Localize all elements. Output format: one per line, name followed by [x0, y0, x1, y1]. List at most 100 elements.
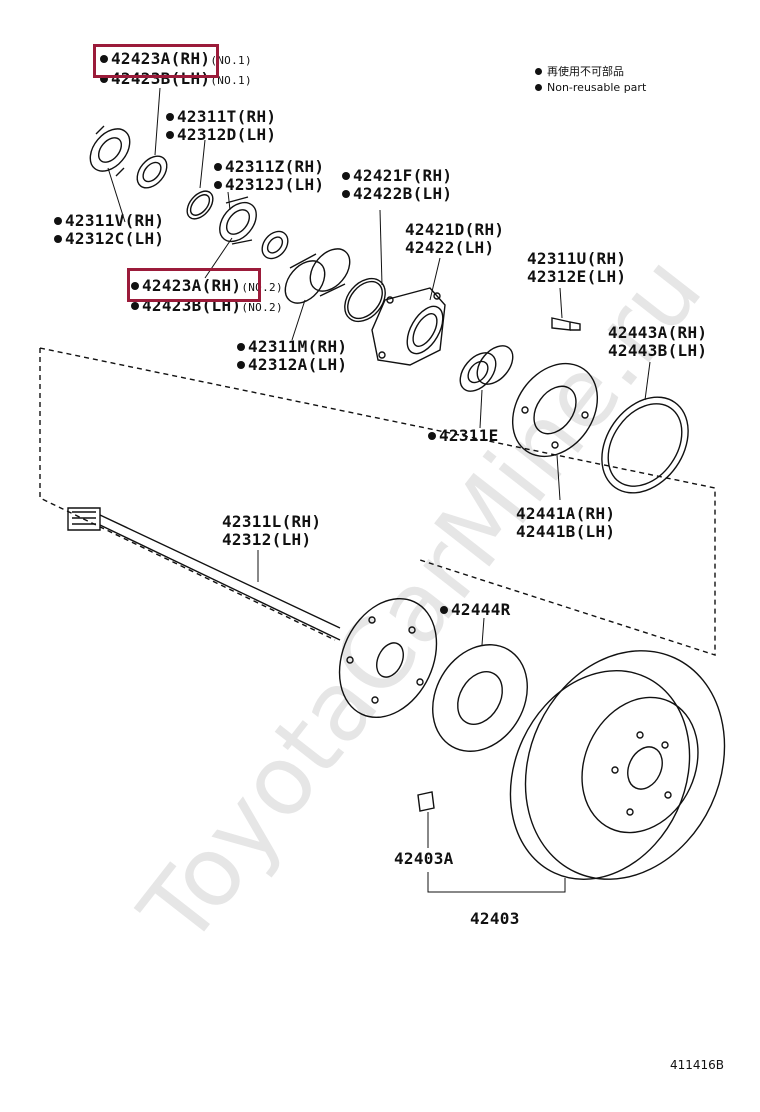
o-ring-icon — [344, 277, 386, 323]
part-suffix: (NO.2) — [241, 301, 283, 314]
backing-plate-icon — [511, 362, 599, 458]
part-number: 42403 — [470, 909, 520, 928]
bullet-icon — [535, 68, 542, 75]
non-reusable-marker-icon — [440, 606, 448, 614]
part-number-line: 42423A(RH)(NO.2) — [131, 277, 283, 297]
part-label-l10[interactable]: 42311M(RH)42312A(LH) — [237, 338, 347, 374]
part-number-line: 42312J(LH) — [214, 176, 324, 194]
part-number: 42423A(RH) — [111, 49, 211, 68]
snap-ring-icon — [186, 190, 214, 220]
part-number-line: 42312D(LH) — [166, 126, 276, 144]
non-reusable-marker-icon — [342, 172, 350, 180]
axle-shaft-icon — [67, 507, 341, 641]
part-number: 42311T(RH) — [177, 107, 277, 126]
hub-bolt-icon — [551, 317, 581, 331]
highlight-box-2 — [127, 268, 261, 302]
non-reusable-marker-icon — [214, 163, 222, 171]
part-label-l4[interactable]: 42421F(RH)42422B(LH) — [342, 167, 452, 203]
part-label-l6[interactable]: 42421D(RH)42422(LH) — [405, 221, 504, 257]
bearing-icon — [219, 196, 257, 245]
part-label-l15[interactable]: 42403A — [394, 850, 454, 868]
part-number: 42311V(RH) — [65, 211, 165, 230]
part-number-line: 42311V(RH) — [54, 212, 164, 230]
part-number-line: 42444R — [440, 601, 511, 619]
part-number: 42443B(LH) — [608, 341, 708, 360]
part-number: 42443A(RH) — [608, 323, 708, 342]
gasket-icon — [601, 396, 689, 494]
diagram-code: 411416B — [669, 1058, 724, 1072]
part-label-l12[interactable]: 42441A(RH)42441B(LH) — [516, 505, 615, 541]
part-number-line: 42311U(RH) — [527, 250, 626, 268]
part-number: 42312C(LH) — [65, 229, 165, 248]
part-number: 42311L(RH) — [222, 512, 322, 531]
part-number: 42311E — [439, 426, 499, 445]
part-number-line: 42403 — [470, 910, 520, 928]
part-label-l16[interactable]: 42403 — [470, 910, 520, 928]
part-number-line: 42443A(RH) — [608, 324, 707, 342]
part-number-line: 42423A(RH)(NO.1) — [100, 50, 252, 70]
part-label-l3[interactable]: 42311Z(RH)42312J(LH) — [214, 158, 324, 194]
part-number-line: 42443B(LH) — [608, 342, 707, 360]
part-number: 42421D(RH) — [405, 220, 505, 239]
non-reusable-marker-icon — [54, 235, 62, 243]
non-reusable-marker-icon — [166, 113, 174, 121]
part-number: 42444R — [451, 600, 511, 619]
part-number: 42312D(LH) — [177, 125, 277, 144]
axle-flange-icon — [338, 597, 438, 719]
part-number-line: 42311T(RH) — [166, 108, 276, 126]
part-label-l2[interactable]: 42311T(RH)42312D(LH) — [166, 108, 276, 144]
part-number-line: 42441A(RH) — [516, 505, 615, 523]
hole-plug-icon — [417, 791, 435, 812]
part-number: 42311M(RH) — [248, 337, 348, 356]
part-number-line: 42311E — [428, 427, 499, 445]
part-number: 42422B(LH) — [353, 184, 453, 203]
bearing-cup-icon — [136, 155, 168, 189]
part-number: 42312(LH) — [222, 530, 312, 549]
part-number: 42403A — [394, 849, 454, 868]
part-number-line: 42403A — [394, 850, 454, 868]
part-label-l13[interactable]: 42311L(RH)42312(LH) — [222, 513, 321, 549]
part-label-l9[interactable]: 42443A(RH)42443B(LH) — [608, 324, 707, 360]
part-number: 42312E(LH) — [527, 267, 627, 286]
non-reusable-marker-icon — [100, 55, 108, 63]
part-number-line: 42311M(RH) — [237, 338, 347, 356]
legend-jp: 再使用不可部品 — [547, 65, 624, 78]
non-reusable-marker-icon — [54, 217, 62, 225]
non-reusable-marker-icon — [428, 432, 436, 440]
non-reusable-marker-icon — [237, 361, 245, 369]
part-suffix: (NO.2) — [241, 281, 283, 294]
part-number: 42311Z(RH) — [225, 157, 325, 176]
part-number-line: 42441B(LH) — [516, 523, 615, 541]
part-number-line: 42312A(LH) — [237, 356, 347, 374]
part-label-l11[interactable]: 42311E — [428, 427, 499, 445]
part-number: 42441B(LH) — [516, 522, 616, 541]
part-number: 42312A(LH) — [248, 355, 348, 374]
part-number: 42312J(LH) — [225, 175, 325, 194]
oil-seal-icon — [89, 125, 131, 177]
non-reusable-marker-icon — [166, 131, 174, 139]
part-number-line: 42422(LH) — [405, 239, 504, 257]
part-number-line: 42311L(RH) — [222, 513, 321, 531]
part-number: 42311U(RH) — [527, 249, 627, 268]
part-number-line: 42312(LH) — [222, 531, 321, 549]
part-number: 42422(LH) — [405, 238, 495, 257]
non-reusable-marker-icon — [100, 75, 108, 83]
part-suffix: (NO.1) — [210, 54, 252, 67]
part-number-line: 42311Z(RH) — [214, 158, 324, 176]
part-suffix: (NO.1) — [210, 74, 252, 87]
part-number: 42423B(LH) — [111, 69, 211, 88]
non-reusable-marker-icon — [131, 302, 139, 310]
spacer-ring-icon — [261, 230, 289, 260]
part-number-line: 42421D(RH) — [405, 221, 504, 239]
inner-bearing-icon — [459, 345, 514, 392]
part-number-line: 42422B(LH) — [342, 185, 452, 203]
part-number: 42423A(RH) — [142, 276, 242, 295]
part-label-l7[interactable]: 42311U(RH)42312E(LH) — [527, 250, 626, 286]
part-label-l1[interactable]: 42423A(RH)(NO.1)42423B(LH)(NO.1) — [100, 50, 252, 90]
part-label-l5[interactable]: 42311V(RH)42312C(LH) — [54, 212, 164, 248]
part-number: 42441A(RH) — [516, 504, 616, 523]
part-number-line: 42312E(LH) — [527, 268, 626, 286]
non-reusable-marker-icon — [214, 181, 222, 189]
part-label-l14[interactable]: 42444R — [440, 601, 511, 619]
